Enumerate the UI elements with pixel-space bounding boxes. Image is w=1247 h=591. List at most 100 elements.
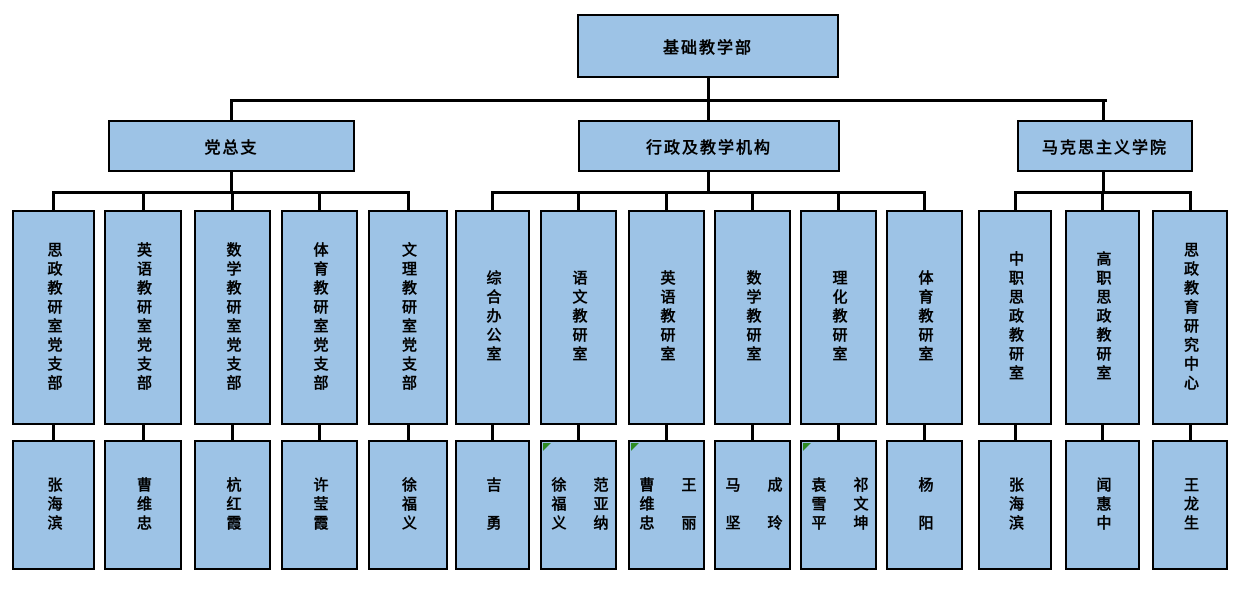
org-column: 英语教研室党支部 曹维忠 <box>104 191 182 570</box>
connector-stub <box>231 425 234 440</box>
name-node: 许莹霞 <box>281 440 358 570</box>
connector-stub <box>406 425 410 440</box>
org-column: 语文教研室 徐福义 范亚纳 <box>540 191 617 570</box>
dept-label: 文理教研室党支部 <box>400 241 416 394</box>
name-node: 曹维忠 王 丽 <box>628 440 705 570</box>
person-name: 曹维忠 王 丽 <box>637 476 696 534</box>
green-triangle-icon <box>543 443 551 451</box>
dept-node: 文理教研室党支部 <box>368 210 448 425</box>
dept-node: 数学教研室党支部 <box>194 210 271 425</box>
connector-stub <box>1101 425 1104 440</box>
connector-group2-horizontal <box>491 191 926 194</box>
dept-node: 英语教研室党支部 <box>104 210 182 425</box>
connector-stub <box>923 191 926 210</box>
org-column: 思政教育研究中心 王龙生 <box>1152 191 1228 570</box>
connector-stub <box>491 425 494 440</box>
dept-node: 体育教研室党支部 <box>281 210 358 425</box>
org-column: 体育教研室 杨 阳 <box>886 191 963 570</box>
org-column: 理化教研室 袁雪平 祁文坤 <box>800 191 877 570</box>
connector-stub <box>923 425 926 440</box>
dept-label: 高职思政教研室 <box>1094 251 1111 384</box>
name-node: 张海滨 <box>978 440 1052 570</box>
org-column: 综合办公室 吉 勇 <box>455 191 530 570</box>
connector-stub <box>52 191 55 210</box>
dept-node: 语文教研室 <box>540 210 617 425</box>
person-name: 王龙生 <box>1182 476 1198 534</box>
connector-group2-drop <box>706 172 710 191</box>
dept-node: 高职思政教研室 <box>1065 210 1140 425</box>
connector-stub <box>141 191 145 210</box>
connector-stub <box>318 425 321 440</box>
connector-stub <box>1188 425 1192 440</box>
green-triangle-icon <box>803 443 811 451</box>
person-name: 闻惠中 <box>1094 476 1111 534</box>
connector-stub <box>406 191 410 210</box>
name-node: 杨 阳 <box>886 440 963 570</box>
org-column: 文理教研室党支部 徐福义 <box>368 191 448 570</box>
org-column: 思政教研室党支部 张海滨 <box>12 191 95 570</box>
org-node-group-party: 党总支 <box>108 120 355 172</box>
org-node-root-label: 基础教学部 <box>662 40 753 57</box>
name-node: 吉 勇 <box>455 440 530 570</box>
dept-label: 理化教研室 <box>830 270 847 365</box>
org-node-group-marxism-label: 马克思主义学院 <box>1041 140 1168 157</box>
connector-group1-horizontal <box>52 191 409 194</box>
person-name: 张海滨 <box>45 476 62 534</box>
dept-label: 思政教育研究中心 <box>1182 241 1198 394</box>
name-node: 曹维忠 <box>104 440 182 570</box>
name-node: 王龙生 <box>1152 440 1228 570</box>
dept-label: 体育教研室 <box>916 270 933 365</box>
name-node: 徐福义 <box>368 440 448 570</box>
connector-drop-group1 <box>229 99 233 120</box>
org-column: 英语教研室 曹维忠 王 丽 <box>628 191 705 570</box>
connector-group1-drop <box>229 172 233 191</box>
connector-main-horizontal <box>230 99 1107 102</box>
person-name: 杭红霞 <box>224 476 241 534</box>
dept-label: 英语教研室 <box>658 270 675 365</box>
connector-stub <box>577 191 580 210</box>
name-node: 徐福义 范亚纳 <box>540 440 617 570</box>
person-name: 徐福义 <box>400 476 416 534</box>
connector-stub <box>837 425 840 440</box>
connector-stub <box>231 191 234 210</box>
name-node: 杭红霞 <box>194 440 271 570</box>
person-name: 吉 勇 <box>484 476 501 534</box>
connector-stub <box>1101 191 1104 210</box>
connector-stub <box>577 425 580 440</box>
person-name: 杨 阳 <box>916 476 933 534</box>
dept-label: 数学教研室党支部 <box>224 241 241 394</box>
connector-stub <box>751 425 754 440</box>
org-node-group-party-label: 党总支 <box>204 140 259 157</box>
name-node: 张海滨 <box>12 440 95 570</box>
connector-stub <box>665 425 668 440</box>
person-name: 张海滨 <box>1007 476 1023 534</box>
org-column: 体育教研室党支部 许莹霞 <box>281 191 358 570</box>
connector-stub <box>837 191 840 210</box>
name-node: 马 坚 成 玲 <box>714 440 791 570</box>
org-column: 高职思政教研室 闻惠中 <box>1065 191 1140 570</box>
dept-node: 中职思政教研室 <box>978 210 1052 425</box>
dept-label: 语文教研室 <box>570 270 587 365</box>
dept-label: 中职思政教研室 <box>1007 251 1023 384</box>
org-node-root: 基础教学部 <box>577 14 839 78</box>
dept-node: 思政教研室党支部 <box>12 210 95 425</box>
org-node-group-admin: 行政及教学机构 <box>578 120 840 172</box>
dept-node: 思政教育研究中心 <box>1152 210 1228 425</box>
name-node: 闻惠中 <box>1065 440 1140 570</box>
person-name: 袁雪平 祁文坤 <box>809 476 868 534</box>
dept-label: 思政教研室党支部 <box>45 241 62 394</box>
dept-label: 英语教研室党支部 <box>135 241 151 394</box>
org-node-group-admin-label: 行政及教学机构 <box>645 140 772 157</box>
green-triangle-icon <box>631 443 639 451</box>
connector-stub <box>751 191 754 210</box>
org-column: 数学教研室党支部 杭红霞 <box>194 191 271 570</box>
connector-stub <box>1013 425 1017 440</box>
dept-label: 数学教研室 <box>744 270 761 365</box>
dept-node: 数学教研室 <box>714 210 791 425</box>
name-node: 袁雪平 祁文坤 <box>800 440 877 570</box>
dept-node: 体育教研室 <box>886 210 963 425</box>
person-name: 许莹霞 <box>311 476 328 534</box>
dept-node: 理化教研室 <box>800 210 877 425</box>
connector-stub <box>1013 191 1017 210</box>
